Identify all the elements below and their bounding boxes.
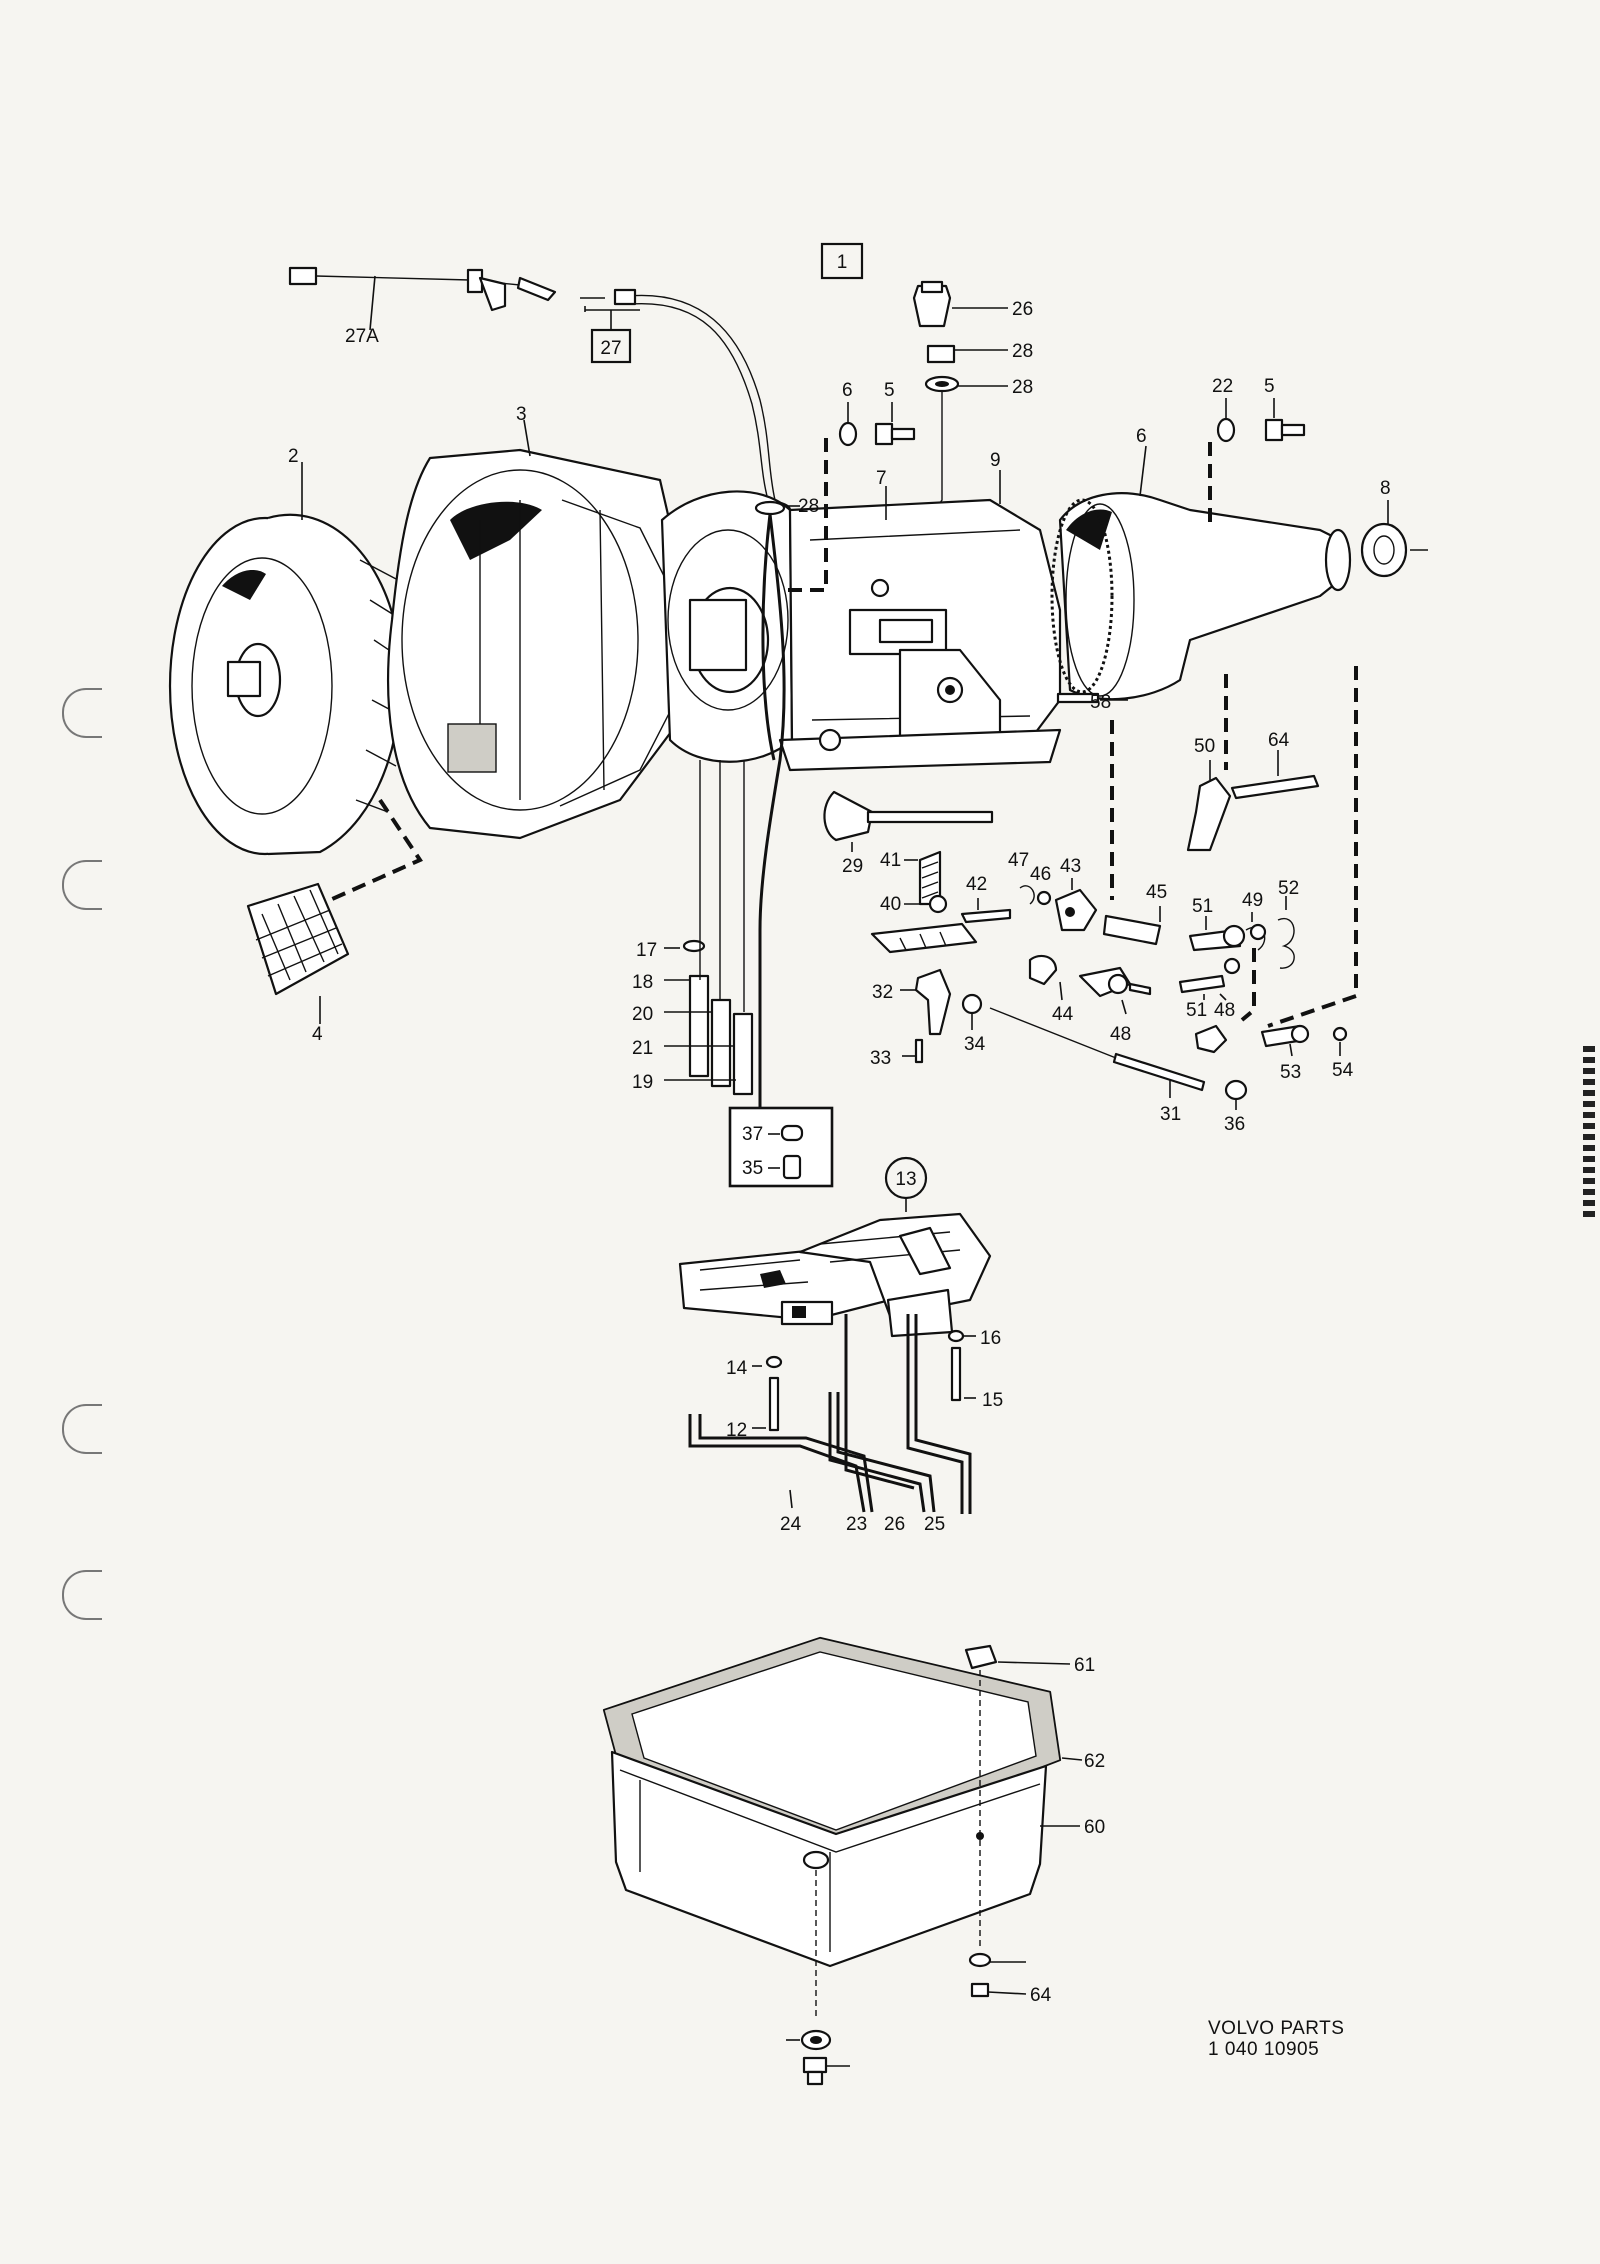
- binder-hole-3: [62, 1404, 102, 1454]
- svg-text:25: 25: [924, 1514, 945, 1535]
- svg-text:27A: 27A: [345, 326, 379, 347]
- svg-text:48: 48: [1110, 1024, 1131, 1045]
- svg-text:29: 29: [842, 856, 863, 877]
- torque-converter: 2: [168, 446, 405, 856]
- oil-tubes: 17 18 20 21 19: [632, 760, 754, 1096]
- svg-text:13: 13: [895, 1169, 916, 1190]
- stamp-title: VOLVO PARTS: [1208, 2018, 1345, 2039]
- drain-plug-63-64: [786, 1870, 850, 2086]
- svg-text:36: 36: [1224, 1114, 1245, 1135]
- svg-text:27: 27: [600, 338, 621, 359]
- binder-hole-4: [62, 1570, 102, 1620]
- filter-screen-4: 4: [246, 798, 423, 1045]
- valve-body-bolts: 14 12 16 15: [726, 1328, 1003, 1441]
- svg-text:45: 45: [1146, 882, 1167, 903]
- oil-pan-58: 60: [610, 1750, 1105, 1968]
- gearbox-case: 7: [660, 468, 1062, 772]
- svg-text:64: 64: [1268, 730, 1290, 751]
- svg-text:8: 8: [1380, 478, 1391, 499]
- svg-text:31: 31: [1160, 1104, 1181, 1125]
- binder-hole-2: [62, 860, 102, 910]
- extension-housing: 9 6 8: [990, 426, 1428, 701]
- governor-stack: 26 28 28: [899, 280, 1033, 561]
- svg-text:9: 9: [990, 450, 1001, 471]
- kit-box: 37 35: [728, 930, 834, 1188]
- svg-text:44: 44: [1052, 1004, 1074, 1025]
- svg-text:23: 23: [846, 1514, 867, 1535]
- svg-text:14: 14: [726, 1358, 748, 1379]
- svg-text:16: 16: [980, 1328, 1001, 1349]
- svg-text:41: 41: [880, 850, 901, 871]
- svg-text:47: 47: [1008, 850, 1029, 871]
- svg-text:6: 6: [1136, 426, 1147, 447]
- svg-text:17: 17: [636, 940, 657, 961]
- pin-57: 58: [1056, 692, 1128, 713]
- svg-text:12: 12: [726, 1420, 747, 1441]
- bell-housing: 3: [387, 404, 692, 840]
- svg-text:28: 28: [798, 496, 819, 517]
- selector-linkage-right: 50 64 51 49 52 51 48 53 54: [1110, 666, 1358, 1083]
- svg-text:22: 22: [1212, 376, 1233, 397]
- svg-text:24: 24: [780, 1514, 802, 1535]
- binder-hole-1: [62, 688, 102, 738]
- svg-text:42: 42: [966, 874, 987, 895]
- svg-text:48: 48: [1214, 1000, 1235, 1021]
- svg-text:61: 61: [1074, 1655, 1095, 1676]
- svg-text:28: 28: [1012, 341, 1033, 362]
- svg-text:18: 18: [632, 972, 653, 993]
- parts-stamp: VOLVO PARTS 1 040 10905: [1208, 2018, 1344, 2060]
- svg-text:54: 54: [1332, 1060, 1354, 1081]
- svg-text:5: 5: [884, 380, 895, 401]
- svg-text:58: 58: [1090, 692, 1111, 713]
- valve-body-13: 13: [678, 1156, 992, 1338]
- cable-seal-28: 28: [754, 496, 819, 931]
- svg-text:53: 53: [1280, 1062, 1301, 1083]
- svg-text:20: 20: [632, 1004, 653, 1025]
- svg-text:6: 6: [842, 380, 853, 401]
- svg-text:2: 2: [288, 446, 299, 467]
- svg-text:26: 26: [884, 1514, 905, 1535]
- svg-text:51: 51: [1192, 896, 1213, 917]
- svg-text:51: 51: [1186, 1000, 1207, 1021]
- svg-text:60: 60: [1084, 1817, 1105, 1838]
- stamp-doc-number: 1 040 10905: [1208, 2039, 1320, 2060]
- magnet-59: 61: [964, 1644, 1095, 1950]
- throttle-linkage: 43 47 46 45 44 48: [1008, 850, 1167, 1045]
- svg-text:3: 3: [516, 404, 527, 425]
- svg-text:40: 40: [880, 894, 901, 915]
- page-edge-marks: [1583, 1046, 1595, 1218]
- bolts-upper: 22 5 6 5: [780, 376, 1306, 592]
- detent-linkage: 41 40 42 32 33 34: [870, 850, 1012, 1069]
- svg-text:19: 19: [632, 1072, 653, 1093]
- svg-text:4: 4: [312, 1024, 323, 1045]
- group-box-1: 1: [820, 242, 864, 280]
- speedo-cable-27a: 27A: [288, 266, 557, 347]
- svg-text:26: 26: [1012, 299, 1033, 320]
- svg-text:15: 15: [982, 1390, 1003, 1411]
- valve-body-tubes: 24 23 26 25: [688, 1314, 972, 1535]
- svg-text:21: 21: [632, 1038, 653, 1059]
- svg-text:64: 64: [1030, 1985, 1052, 2006]
- svg-text:52: 52: [1278, 878, 1299, 899]
- svg-text:33: 33: [870, 1048, 891, 1069]
- svg-text:28: 28: [1012, 377, 1033, 398]
- svg-text:62: 62: [1084, 1751, 1105, 1772]
- svg-text:46: 46: [1030, 864, 1051, 885]
- svg-text:49: 49: [1242, 890, 1263, 911]
- svg-text:1: 1: [837, 252, 848, 273]
- svg-text:34: 34: [964, 1034, 986, 1055]
- svg-text:7: 7: [876, 468, 887, 489]
- svg-text:50: 50: [1194, 736, 1215, 757]
- pan-bolts-61-62: 64: [968, 1952, 1052, 2006]
- selector-shaft: 31 36: [989, 1007, 1248, 1135]
- svg-text:32: 32: [872, 982, 893, 1003]
- svg-text:5: 5: [1264, 376, 1275, 397]
- svg-text:35: 35: [742, 1158, 763, 1179]
- svg-text:37: 37: [742, 1124, 763, 1145]
- bracket-29: 29: [823, 790, 994, 877]
- svg-text:43: 43: [1060, 856, 1081, 877]
